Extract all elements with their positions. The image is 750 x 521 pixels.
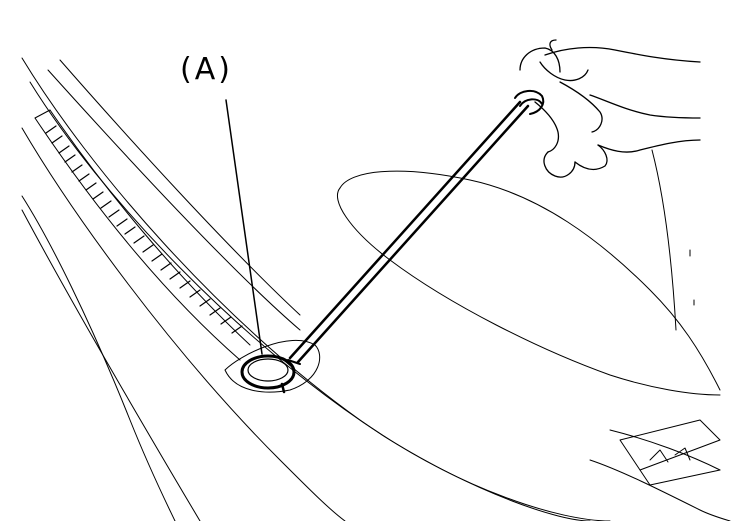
tool-shaft (288, 100, 522, 360)
tool-shaft-edge (296, 104, 530, 364)
rubber-strip (34, 109, 251, 361)
callout-leader-line (225, 99, 263, 355)
panel-contour (336, 170, 731, 521)
clip-a (240, 354, 296, 394)
callout-label-a: (A) (180, 52, 233, 87)
strip-ribs (45, 125, 243, 334)
hand (519, 39, 701, 178)
clip-recess (224, 339, 321, 393)
tool-collar (514, 90, 545, 115)
door-edge (651, 149, 695, 331)
body-contour-lines (21, 57, 611, 521)
vent-detail (619, 419, 721, 486)
tool (287, 90, 545, 365)
